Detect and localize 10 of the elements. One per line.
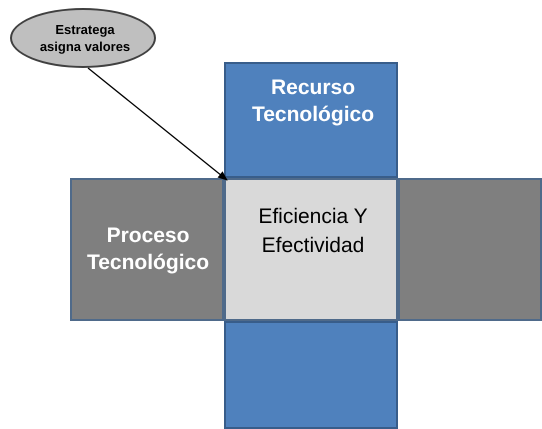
bar-segment — [224, 321, 398, 429]
bar-box — [70, 178, 224, 321]
bar-segment — [398, 178, 542, 321]
callout-text: Estratega asigna valores — [38, 22, 132, 56]
node-label: Recurso Tecnológico — [250, 75, 376, 128]
center-box — [224, 178, 398, 321]
node-label: Eficiencia Y Efectividad — [257, 204, 369, 260]
bar-box — [224, 62, 398, 178]
arrow — [88, 68, 228, 181]
node-label: Proceso Tecnológico — [86, 223, 210, 276]
